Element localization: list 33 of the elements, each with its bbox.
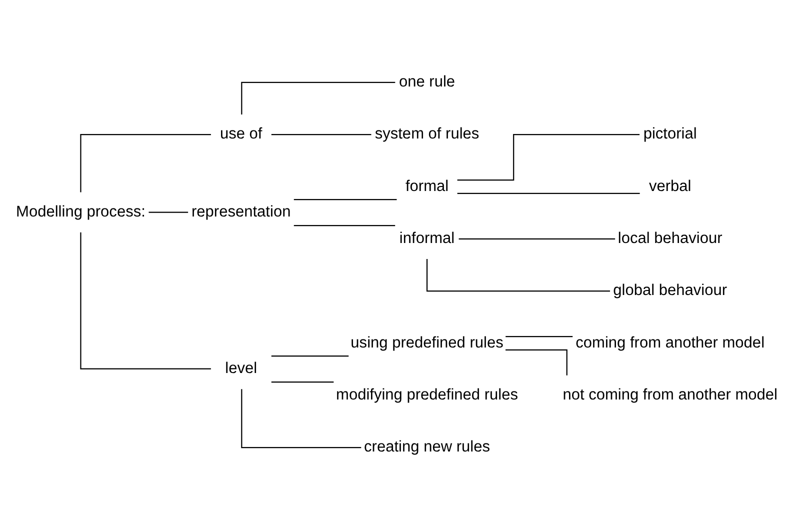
connector xyxy=(506,348,568,375)
connector xyxy=(457,192,640,194)
connector xyxy=(271,354,349,356)
node-text: informal xyxy=(399,230,455,247)
node-text: Modelling process: xyxy=(16,202,146,220)
node-text: global behaviour xyxy=(613,282,728,299)
connector xyxy=(241,81,396,114)
connector xyxy=(457,134,640,180)
node-text: creating new rules xyxy=(364,438,490,456)
node-text: pictorial xyxy=(643,125,697,142)
node-text: formal xyxy=(405,177,449,194)
node-text: verbal xyxy=(648,177,692,194)
node-text: system of rules xyxy=(374,125,480,142)
connector xyxy=(148,211,188,212)
connector xyxy=(271,134,372,135)
connector xyxy=(506,336,573,337)
node-text: level xyxy=(225,359,258,376)
node-text: one rule xyxy=(398,73,456,90)
connector xyxy=(80,134,211,192)
node-text: modifying predefined rules xyxy=(336,386,518,404)
connector xyxy=(294,198,397,200)
node-text: using predefined rules xyxy=(350,334,504,351)
node-text: local behaviour xyxy=(618,230,722,247)
connector xyxy=(426,258,610,292)
connector xyxy=(294,224,396,226)
connector xyxy=(80,232,211,369)
connector xyxy=(241,388,362,448)
node-text: use of xyxy=(220,125,262,142)
connector xyxy=(271,381,334,382)
node-text: not coming from another model xyxy=(562,386,778,404)
node-text: coming from another model xyxy=(576,334,765,351)
node-text: representation xyxy=(192,202,291,220)
connector xyxy=(458,238,616,239)
